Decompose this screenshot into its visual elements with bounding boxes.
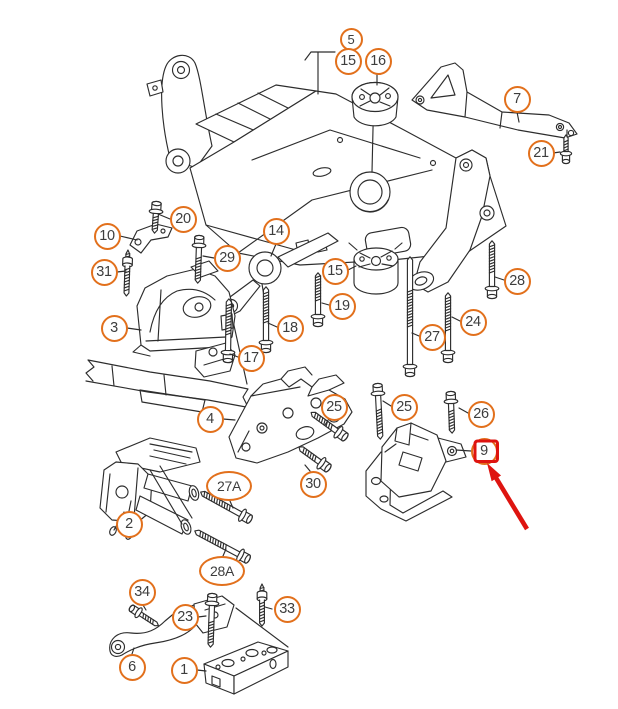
fastener-21 <box>559 134 573 165</box>
mount-3-part <box>132 260 236 367</box>
callout-label: 1 <box>180 662 188 678</box>
callout-15: 15 <box>334 47 362 75</box>
fastener-27a <box>200 490 253 524</box>
callout-27: 27 <box>418 323 446 351</box>
callout-label: 24 <box>465 314 481 330</box>
callout-27A: 27A <box>206 471 252 501</box>
bracket-10-part <box>129 223 173 254</box>
callout-6: 6 <box>118 653 146 681</box>
fastener-28a <box>194 529 251 564</box>
callout-label: 26 <box>473 406 489 422</box>
callout-20: 20 <box>169 205 197 233</box>
callout-16: 16 <box>364 47 392 75</box>
mount-2-part <box>99 437 201 540</box>
callout-26: 26 <box>467 400 495 428</box>
fastener-18 <box>258 286 274 354</box>
callout-2: 2 <box>115 510 143 538</box>
callout-label: 18 <box>282 320 298 336</box>
callout-1: 1 <box>170 656 198 684</box>
callout-9-highlighted: 9 <box>470 437 498 465</box>
callout-label: 7 <box>513 91 521 107</box>
callout-24: 24 <box>459 308 487 336</box>
callout-7: 7 <box>503 85 531 113</box>
fastener-34 <box>128 604 160 627</box>
callout-28A: 28A <box>199 556 245 586</box>
callout-label: 21 <box>533 145 549 161</box>
callout-label: 20 <box>175 211 191 227</box>
callout-label: 29 <box>219 250 235 266</box>
fastener-25 <box>370 382 386 440</box>
callout-label: 23 <box>177 609 193 625</box>
block-1-part <box>203 641 289 695</box>
callout-23: 23 <box>171 603 199 631</box>
fastener-30 <box>298 446 332 473</box>
fasteners-group <box>122 134 573 648</box>
callout-17: 17 <box>237 344 265 372</box>
callout-label: 25 <box>396 399 412 415</box>
callout-25: 25 <box>390 393 418 421</box>
mount-15-part <box>348 242 403 295</box>
callout-25: 25 <box>320 393 348 421</box>
callout-33: 33 <box>273 595 301 623</box>
callout-14: 14 <box>262 217 290 245</box>
fastener-28 <box>484 240 500 300</box>
callout-label: 10 <box>99 228 115 244</box>
callout-label: 19 <box>334 298 350 314</box>
callout-label: 28A <box>209 563 234 579</box>
callout-3: 3 <box>100 314 128 342</box>
callout-30: 30 <box>299 470 327 498</box>
mount-9-part <box>365 422 467 522</box>
fastener-25 <box>310 411 349 442</box>
callout-label: 31 <box>96 264 112 280</box>
callout-label: 33 <box>279 601 295 617</box>
fastener-29 <box>191 234 207 284</box>
callout-label: 17 <box>243 350 259 366</box>
bracket-4-part <box>228 366 353 464</box>
callout-label: 27A <box>216 478 241 494</box>
callout-label: 15 <box>327 263 343 279</box>
mount-16-part <box>351 81 399 127</box>
bracket-7-part <box>411 62 578 142</box>
callout-34: 34 <box>128 578 156 606</box>
fastener-24 <box>440 292 456 364</box>
callout-label: 3 <box>110 320 118 336</box>
callout-label: 16 <box>370 53 386 69</box>
fastener-31 <box>122 249 134 297</box>
callout-label: 5 <box>347 31 355 47</box>
callout-label: 15 <box>340 53 356 69</box>
fastener-20 <box>148 200 164 234</box>
fastener-33 <box>256 583 268 627</box>
callout-29: 29 <box>213 244 241 272</box>
callout-label: 28 <box>509 273 525 289</box>
callout-label: 27 <box>424 329 440 345</box>
callout-label: 9 <box>480 443 488 459</box>
callout-label: 14 <box>268 223 284 239</box>
callout-label: 6 <box>128 659 136 675</box>
callout-18: 18 <box>276 314 304 342</box>
callout-label: 34 <box>134 584 150 600</box>
fastener-17 <box>220 298 236 364</box>
fastener-27 <box>402 256 418 378</box>
callout-15: 15 <box>321 257 349 285</box>
callout-4: 4 <box>196 405 224 433</box>
callout-19: 19 <box>328 292 356 320</box>
callout-label: 4 <box>206 411 214 427</box>
callout-5: 5 <box>339 27 363 51</box>
fastener-19 <box>310 272 326 328</box>
fastener-26 <box>443 390 459 434</box>
leader-lines <box>116 51 568 672</box>
callout-31: 31 <box>90 258 118 286</box>
callout-21: 21 <box>527 139 555 167</box>
callout-label: 2 <box>125 516 133 532</box>
callout-label: 30 <box>305 476 321 492</box>
callout-label: 25 <box>326 399 342 415</box>
callout-10: 10 <box>93 222 121 250</box>
fastener-23 <box>204 592 220 648</box>
callout-28: 28 <box>503 267 531 295</box>
